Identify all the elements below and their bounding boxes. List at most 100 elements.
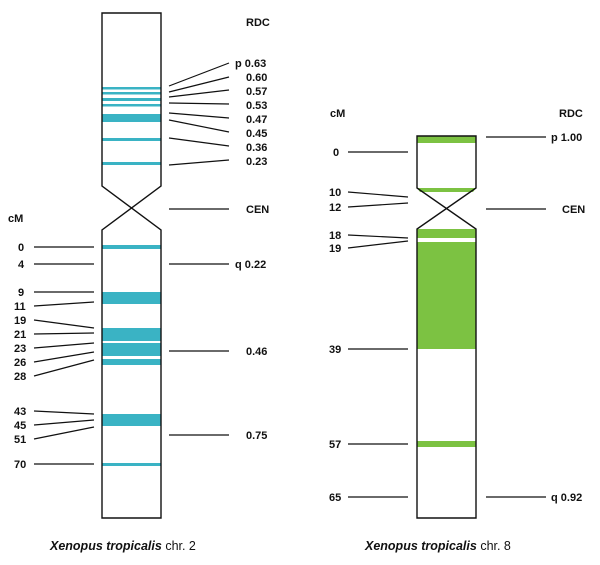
chr2-cm-label: 21	[14, 329, 26, 341]
connector-line	[33, 426, 95, 440]
connector-line	[33, 351, 95, 363]
chr2-band	[102, 359, 161, 365]
connector-line	[168, 137, 230, 147]
chr8-cm-label: 39	[329, 344, 341, 356]
chr2-q-bands	[102, 245, 161, 466]
connector-line	[168, 119, 230, 133]
chr2-rdc-label: 0.36	[246, 142, 267, 154]
chr2-rdc-label: q 0.22	[235, 259, 266, 271]
chr2-caption-rest: chr. 2	[162, 539, 196, 553]
chr2-rdc-label: p 0.63	[235, 58, 266, 70]
chr2-cm-label: 19	[14, 315, 26, 327]
chr2-caption-species: Xenopus tropicalis	[49, 539, 162, 553]
chr8-connectors	[347, 136, 546, 498]
chr2-cm-header: cM	[8, 213, 23, 225]
chr8-outline	[416, 135, 477, 519]
chr8-cm-label: 18	[329, 230, 341, 242]
chr8-band	[417, 136, 476, 143]
connector-line	[33, 359, 95, 377]
chr2-cm-label: 4	[18, 259, 25, 271]
chr2-rdc-label: 0.57	[246, 86, 267, 98]
chr8-band	[417, 188, 476, 192]
chr2-rdc-label: 0.45	[246, 128, 267, 140]
chr8-rdc-label: p 1.00	[551, 132, 582, 144]
chr8-band	[417, 242, 476, 349]
chr8-cm-label: 65	[329, 492, 341, 504]
chr2-cm-connectors	[33, 246, 95, 465]
chr2-band	[102, 87, 161, 90]
chr2-ideogram: RDC cM	[8, 12, 270, 553]
chr2-cm-label: 43	[14, 406, 26, 418]
connector-line	[168, 76, 230, 93]
chr2-band	[102, 292, 161, 304]
chr2-band	[102, 138, 161, 141]
connector-line	[168, 62, 230, 87]
chr2-rdc-label: 0.60	[246, 72, 267, 84]
chr2-band	[102, 328, 161, 341]
chr8-caption-species: Xenopus tropicalis	[364, 539, 477, 553]
chr2-band	[102, 343, 161, 356]
connector-line	[33, 410, 95, 415]
chr2-cm-labels: 0 4 9 11 19 21 23 26 28 43 45 51 70	[14, 242, 26, 471]
chr2-rdc-label: 0.75	[246, 430, 267, 442]
chr2-band	[102, 114, 161, 122]
connector-line	[168, 89, 230, 98]
chr8-centromere-label: CEN	[562, 204, 585, 216]
chr8-band	[417, 229, 476, 238]
chr2-cm-label: 11	[14, 301, 26, 313]
chr2-rdc-label: 0.23	[246, 156, 267, 168]
chr2-rdc-label: 0.47	[246, 114, 267, 126]
chr2-caption: Xenopus tropicalis chr. 2	[49, 539, 196, 553]
chr2-rdc-header: RDC	[246, 17, 270, 29]
chr2-cm-label: 9	[18, 287, 24, 299]
chr2-band	[102, 98, 161, 101]
chr8-cm-label: 0	[333, 147, 339, 159]
chr2-cm-label: 28	[14, 371, 26, 383]
chr8-cm-labels: 0 10 12 18 19 39 57 65	[329, 147, 341, 504]
connector-line	[347, 240, 409, 249]
connector-line	[168, 102, 230, 105]
chr8-cm-label: 57	[329, 439, 341, 451]
connector-line	[347, 191, 409, 198]
chr2-band	[102, 245, 161, 249]
connector-line	[168, 159, 230, 166]
connector-line	[33, 319, 95, 329]
chr2-rdc-label: 0.53	[246, 100, 267, 112]
connector-line	[33, 332, 95, 335]
chr8-band	[417, 441, 476, 447]
connector-line	[347, 234, 409, 239]
chr2-band	[102, 162, 161, 165]
chr8-caption: Xenopus tropicalis chr. 8	[364, 539, 511, 553]
chr2-cm-label: 26	[14, 357, 26, 369]
chr2-p-connectors	[168, 62, 230, 436]
chr2-cm-label: 23	[14, 343, 26, 355]
chr2-cm-label: 70	[14, 459, 26, 471]
connector-line	[33, 419, 95, 426]
connector-line	[168, 112, 230, 119]
chr8-cm-label: 19	[329, 243, 341, 255]
chr2-band	[102, 104, 161, 107]
chr2-cm-label: 45	[14, 420, 26, 432]
chr2-centromere-label: CEN	[246, 204, 269, 216]
chr2-cm-label: 0	[18, 242, 24, 254]
chr2-p-bands	[102, 87, 161, 165]
chr2-rdc-label: 0.46	[246, 346, 267, 358]
connector-line	[347, 202, 409, 208]
chr2-rdc-labels: p 0.63 0.60 0.57 0.53 0.47 0.45 0.36 0.2…	[235, 58, 269, 442]
chr8-cm-header: cM	[330, 108, 345, 120]
chr8-rdc-label: q 0.92	[551, 492, 582, 504]
chr8-caption-rest: chr. 8	[477, 539, 511, 553]
chr2-cm-label: 51	[14, 434, 26, 446]
connector-line	[33, 342, 95, 349]
chr2-outline	[101, 12, 162, 519]
chr8-rdc-header: RDC	[559, 108, 583, 120]
chr2-band	[102, 463, 161, 466]
chr8-bands	[417, 136, 476, 447]
chr8-cm-label: 12	[329, 202, 341, 214]
chr8-ideogram: RDC cM p 1.00 CEN	[329, 108, 585, 553]
chr2-band	[102, 414, 161, 426]
chr8-rdc-labels: p 1.00 CEN q 0.92	[551, 132, 585, 504]
connector-line	[33, 301, 95, 307]
chr2-band	[102, 92, 161, 95]
